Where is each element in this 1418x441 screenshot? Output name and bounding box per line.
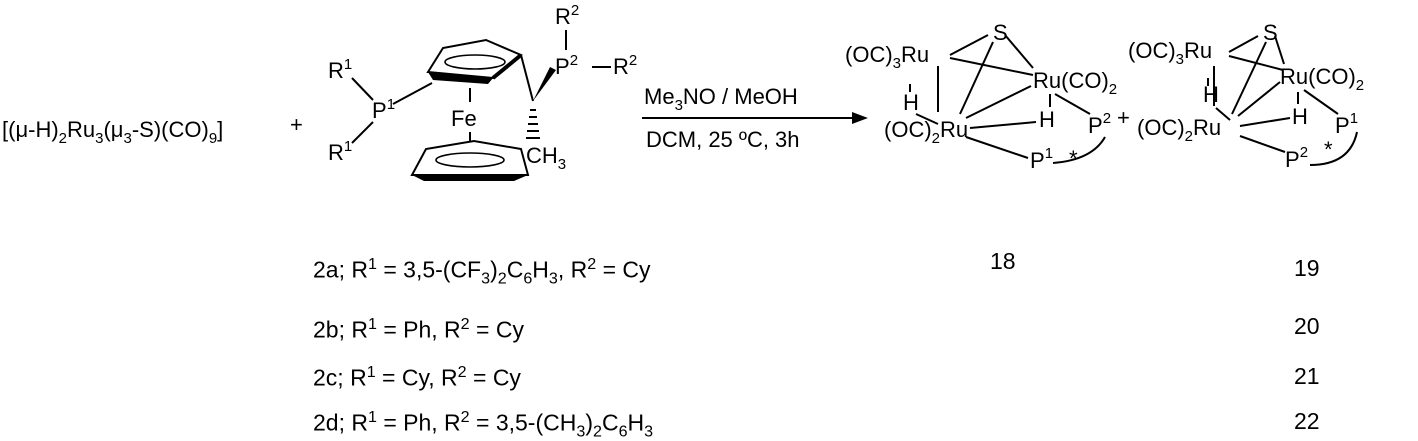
r1-bottom-label: R1	[328, 138, 352, 165]
svg-text:H: H	[1039, 107, 1055, 132]
product-plus-sign: +	[1117, 105, 1130, 130]
svg-text:S: S	[993, 20, 1008, 45]
svg-text:H: H	[903, 90, 919, 115]
svg-text:Ru(CO)2: Ru(CO)2	[1280, 64, 1364, 94]
p2-label: P2	[555, 52, 578, 79]
svg-text:P2: P2	[1088, 110, 1111, 138]
svg-text:H: H	[1203, 82, 1219, 107]
product-18-structure: (OC)3Ru S Ru(CO)2 H H (OC)2Ru P2 P1 *	[845, 20, 1117, 173]
compound-number-19: 19	[1294, 255, 1320, 281]
svg-text:Ru(CO)2: Ru(CO)2	[1033, 68, 1117, 98]
table-row-2c: 2c; R1 = Cy, R2 = Cy	[313, 363, 521, 391]
table-row-2a: 2a; R1 = 3,5-(CF3)2C6H3, R2 = Cy	[313, 255, 651, 288]
svg-text:*: *	[1324, 137, 1333, 162]
compound-number-18: 18	[990, 248, 1016, 274]
svg-text:H: H	[1292, 104, 1308, 129]
conditions-above: Me3NO / MeOH	[644, 84, 798, 114]
product-19-structure: (OC)3Ru S Ru(CO)2 H H (OC)2Ru P1 P2 *	[1128, 20, 1364, 172]
compound-number-22: 22	[1294, 408, 1320, 434]
fe-label: Fe	[451, 106, 477, 131]
cluster-formula: [(μ-H)2Ru3(μ3-S)(CO)9]	[2, 117, 223, 147]
svg-text:S: S	[1263, 20, 1278, 45]
r1-top-label: R1	[328, 56, 352, 83]
svg-text:(OC)2Ru: (OC)2Ru	[1137, 115, 1221, 145]
svg-text:(OC)3Ru: (OC)3Ru	[845, 42, 929, 72]
svg-text:P1: P1	[1335, 110, 1358, 138]
ch3-label: CH3	[526, 143, 566, 173]
r2-top-label: R2	[555, 2, 579, 29]
p1-label: P1	[372, 96, 395, 123]
svg-text:P2: P2	[1285, 144, 1308, 172]
svg-text:(OC)3Ru: (OC)3Ru	[1128, 38, 1212, 68]
plus-sign: +	[290, 112, 303, 137]
r2-right-label: R2	[613, 52, 637, 79]
table-row-2b: 2b; R1 = Ph, R2 = Cy	[313, 315, 524, 343]
svg-text:(OC)2Ru: (OC)2Ru	[884, 117, 968, 147]
conditions-below: DCM, 25 ºC, 3h	[646, 127, 800, 152]
compound-number-21: 21	[1294, 363, 1320, 389]
ferrocene-ligand: R1 R1 P1 Fe CH3 R2	[328, 2, 637, 181]
table-row-2d: 2d; R1 = Ph, R2 = 3,5-(CH3)2C6H3	[313, 408, 654, 441]
svg-text:*: *	[1069, 146, 1078, 171]
compound-number-20: 20	[1294, 313, 1320, 339]
reaction-arrow: Me3NO / MeOH DCM, 25 ºC, 3h	[642, 84, 868, 152]
svg-text:P1: P1	[1030, 145, 1053, 173]
